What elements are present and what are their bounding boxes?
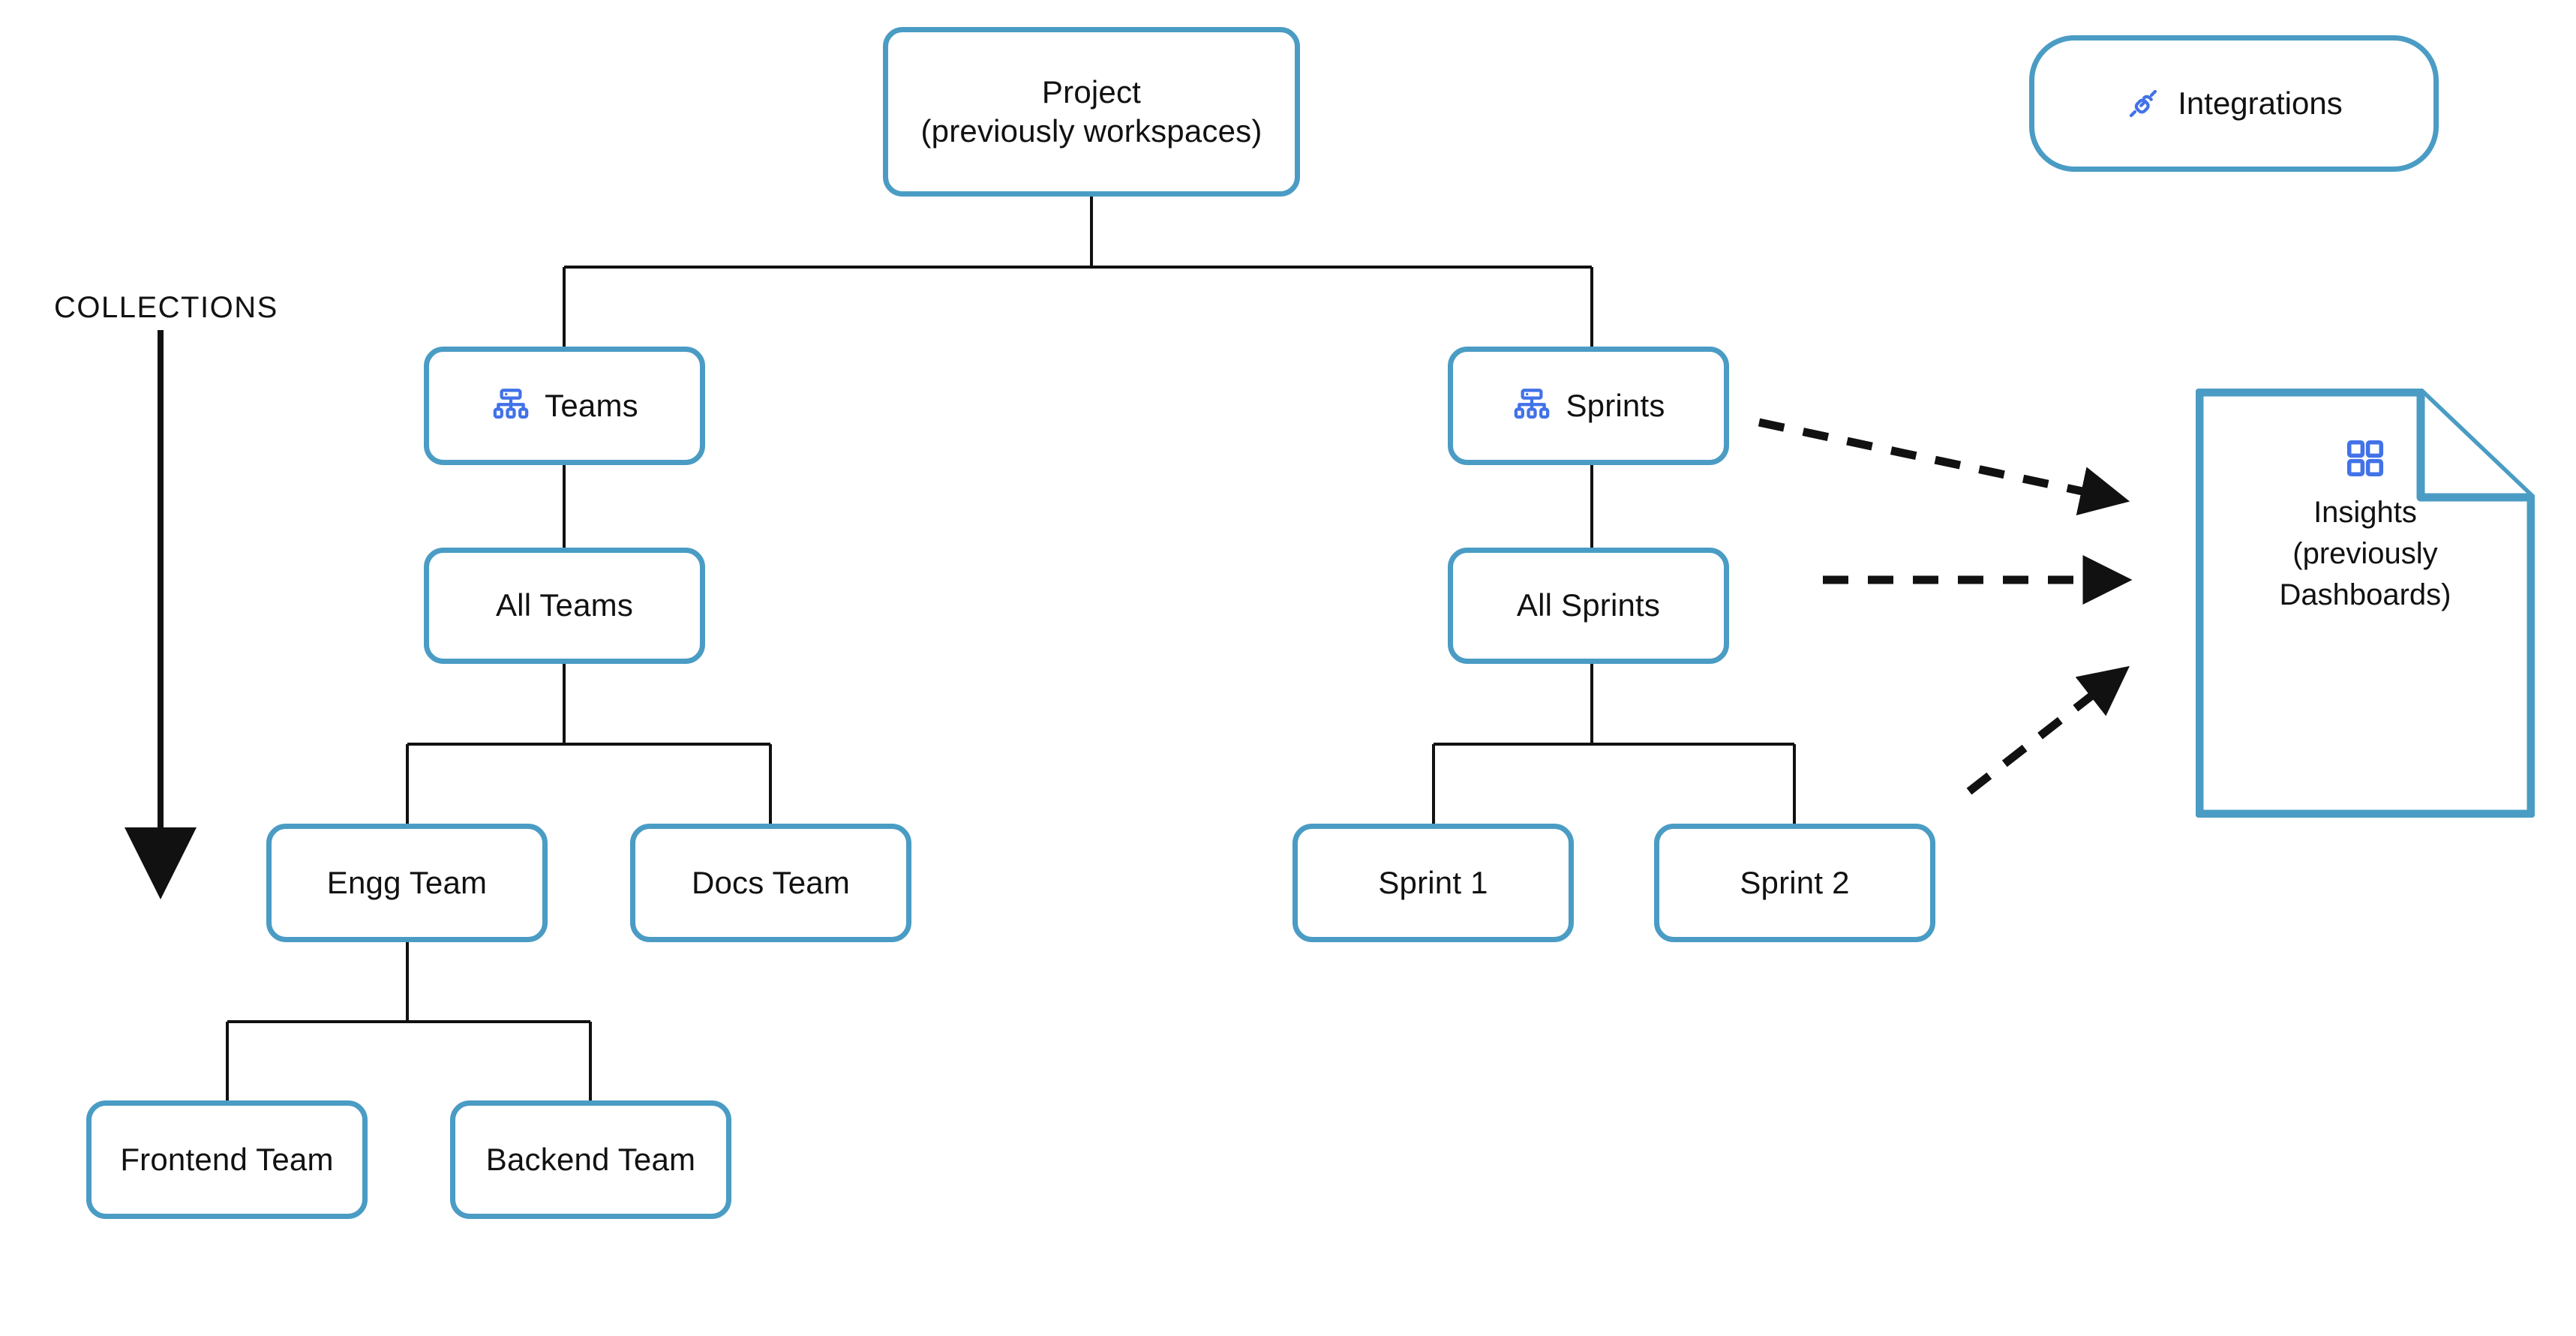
node-frontend-team[interactable]: Frontend Team	[86, 1100, 368, 1219]
plug-connector-icon	[2125, 86, 2161, 122]
node-teams[interactable]: Teams	[424, 347, 705, 465]
node-insights[interactable]: Insights (previously Dashboards)	[2196, 389, 2535, 818]
node-all-teams-label: All Teams	[495, 587, 634, 623]
node-insights-label: Insights (previously Dashboards)	[2279, 496, 2451, 612]
node-backend-team-label: Backend Team	[485, 1141, 696, 1177]
node-all-teams[interactable]: All Teams	[424, 548, 705, 664]
node-docs-team[interactable]: Docs Team	[630, 824, 911, 942]
node-project-line1: Project	[1041, 74, 1142, 110]
node-frontend-team-label: Frontend Team	[120, 1141, 334, 1177]
node-teams-label: Teams	[545, 387, 638, 423]
grid-four-squares-icon	[2343, 437, 2387, 480]
document-shape-icon	[2196, 389, 2535, 818]
node-project-line2: (previously workspaces)	[920, 113, 1262, 149]
node-project[interactable]: Project(previously workspaces)	[883, 27, 1300, 197]
collections-label: COLLECTIONS	[54, 291, 278, 324]
node-all-sprints-label: All Sprints	[1516, 587, 1661, 623]
node-backend-team[interactable]: Backend Team	[450, 1100, 731, 1219]
node-docs-team-label: Docs Team	[691, 864, 851, 900]
node-sprints-label: Sprints	[1566, 387, 1665, 423]
node-engg-team-label: Engg Team	[326, 864, 488, 900]
node-sprint-1[interactable]: Sprint 1	[1293, 824, 1574, 942]
hierarchy-icon	[1512, 386, 1552, 426]
node-engg-team[interactable]: Engg Team	[266, 824, 548, 942]
node-sprint-2[interactable]: Sprint 2	[1654, 824, 1935, 942]
node-sprint-1-label: Sprint 1	[1378, 864, 1488, 900]
node-sprints[interactable]: Sprints	[1448, 347, 1729, 465]
node-integrations[interactable]: Integrations	[2029, 35, 2439, 172]
hierarchy-icon	[491, 386, 531, 426]
node-sprint-2-label: Sprint 2	[1740, 864, 1850, 900]
node-project-label: Project(previously workspaces)	[920, 73, 1262, 152]
node-all-sprints[interactable]: All Sprints	[1448, 548, 1729, 664]
node-integrations-label: Integrations	[2178, 86, 2343, 121]
